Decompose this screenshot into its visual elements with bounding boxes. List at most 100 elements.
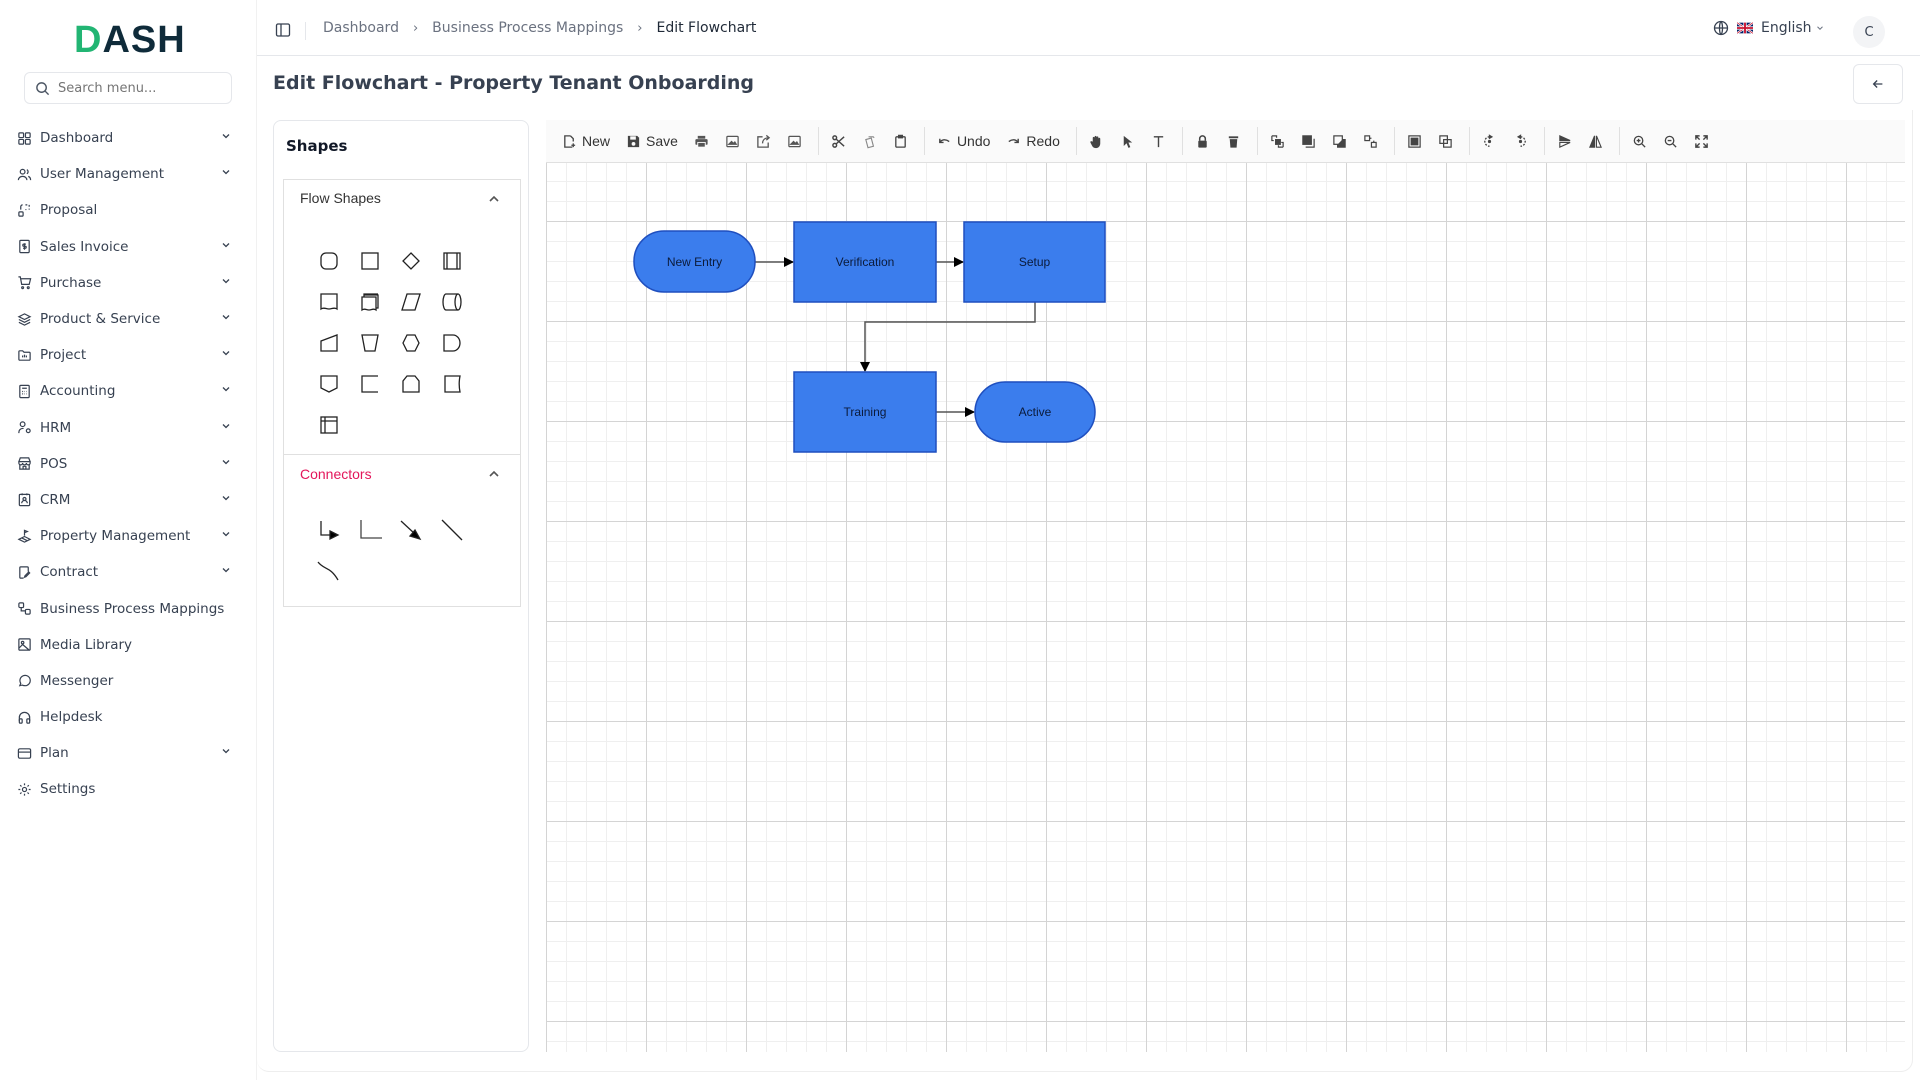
sidebar-item-dashboard[interactable]: Dashboard: [0, 120, 256, 156]
chevron-up-icon[interactable]: [488, 469, 500, 479]
search-input[interactable]: [58, 80, 218, 96]
shape-terminator[interactable]: [308, 240, 349, 281]
sidebar-item-product-service[interactable]: Product & Service: [0, 301, 256, 337]
connector-bezier[interactable]: [308, 550, 349, 591]
node-setup[interactable]: Setup: [963, 221, 1106, 303]
new-button[interactable]: New: [556, 126, 616, 156]
pan-tool-button[interactable]: [1083, 126, 1110, 156]
search-box[interactable]: [24, 72, 232, 104]
node-active[interactable]: Active: [974, 381, 1096, 443]
gear-icon: [16, 781, 32, 797]
export-image-button[interactable]: [719, 126, 746, 156]
language-selector[interactable]: English: [1713, 20, 1825, 36]
sidebar-item-pos[interactable]: POS: [0, 446, 256, 482]
sidebar-item-property-management[interactable]: Property Management: [0, 518, 256, 554]
connector-straight[interactable]: [431, 509, 472, 550]
shape-data[interactable]: [390, 281, 431, 322]
chevron-down-icon: [220, 383, 232, 399]
shape-direct-data[interactable]: [431, 281, 472, 322]
sidebar-item-messenger[interactable]: Messenger: [0, 663, 256, 699]
sidebar-item-purchase[interactable]: Purchase: [0, 265, 256, 301]
message-icon: [16, 673, 32, 689]
print-button[interactable]: [688, 126, 715, 156]
shape-multi-document[interactable]: [349, 281, 390, 322]
shape-loop-limit[interactable]: [390, 363, 431, 404]
shape-sequential-data[interactable]: [431, 363, 472, 404]
chevron-down-icon: [220, 347, 232, 363]
shape-predefined-process[interactable]: [431, 240, 472, 281]
node-verification[interactable]: Verification: [793, 221, 937, 303]
flow-shapes-header[interactable]: Flow Shapes: [300, 190, 381, 206]
shape-preparation[interactable]: [390, 322, 431, 363]
shape-document[interactable]: [308, 281, 349, 322]
connector-straight-arrow[interactable]: [390, 509, 431, 550]
undo-button[interactable]: Undo: [931, 126, 996, 156]
sidebar-item-label: Business Process Mappings: [40, 600, 225, 617]
shape-decision[interactable]: [390, 240, 431, 281]
sidebar-item-helpdesk[interactable]: Helpdesk: [0, 699, 256, 735]
flip-vertical-button[interactable]: [1551, 126, 1578, 156]
save-button[interactable]: Save: [620, 126, 684, 156]
send-backward-button[interactable]: [1357, 126, 1384, 156]
cut-button[interactable]: [825, 126, 852, 156]
sidebar-toggle-icon[interactable]: [275, 22, 291, 38]
flip-horizontal-button[interactable]: [1582, 126, 1609, 156]
zoom-in-button[interactable]: [1626, 126, 1653, 156]
connector-orthogonal[interactable]: [349, 509, 390, 550]
text-tool-button[interactable]: [1145, 126, 1172, 156]
breadcrumb-business-process-mappings[interactable]: Business Process Mappings: [432, 20, 624, 36]
sidebar-item-settings[interactable]: Settings: [0, 771, 256, 807]
copy-button[interactable]: [856, 126, 883, 156]
zoom-out-button[interactable]: [1657, 126, 1684, 156]
connector-orthogonal-arrow[interactable]: [308, 509, 349, 550]
sidebar-item-user-management[interactable]: User Management: [0, 156, 256, 192]
save-icon: [627, 135, 640, 147]
bring-forward-button[interactable]: [1264, 126, 1291, 156]
sidebar-item-plan[interactable]: Plan: [0, 735, 256, 771]
back-button[interactable]: [1853, 64, 1903, 104]
sidebar-item-proposal[interactable]: Proposal: [0, 192, 256, 228]
select-tool-button[interactable]: [1114, 126, 1141, 156]
ungroup-button[interactable]: [1432, 126, 1459, 156]
diagram-canvas[interactable]: New Entry Verification Setup Training Ac…: [546, 163, 1905, 1052]
sidebar-item-hrm[interactable]: HRM: [0, 410, 256, 446]
rotate-counterclockwise-button[interactable]: [1507, 126, 1534, 156]
export-button[interactable]: [750, 126, 777, 156]
shape-annotation[interactable]: [349, 363, 390, 404]
sidebar-item-sales-invoice[interactable]: Sales Invoice: [0, 229, 256, 265]
delete-button[interactable]: [1220, 126, 1247, 156]
sidebar-item-project[interactable]: Project: [0, 337, 256, 373]
sidebar-item-contract[interactable]: Contract: [0, 554, 256, 590]
group-button[interactable]: [1401, 126, 1428, 156]
rotate-clockwise-button[interactable]: [1476, 126, 1503, 156]
user-avatar[interactable]: C: [1853, 16, 1885, 48]
connectors-header[interactable]: Connectors: [300, 466, 372, 482]
breadcrumb: Dashboard › Business Process Mappings › …: [323, 20, 756, 36]
shape-manual-operation[interactable]: [349, 322, 390, 363]
sidebar-item-business-process-mappings[interactable]: Business Process Mappings: [0, 590, 256, 626]
cart-icon: [16, 275, 32, 291]
shape-off-page-reference[interactable]: [308, 363, 349, 404]
send-to-back-button[interactable]: [1326, 126, 1353, 156]
paste-button[interactable]: [887, 126, 914, 156]
shape-delay[interactable]: [431, 322, 472, 363]
diagram-toolbar: New Save Undo Redo: [546, 120, 1905, 163]
chevron-up-icon[interactable]: [488, 194, 500, 204]
redo-button[interactable]: Redo: [1000, 126, 1065, 156]
shape-internal-storage[interactable]: [308, 404, 349, 445]
shape-process[interactable]: [349, 240, 390, 281]
fit-to-page-button[interactable]: [1688, 126, 1715, 156]
sidebar-item-media-library[interactable]: Media Library: [0, 627, 256, 663]
breadcrumb-dashboard[interactable]: Dashboard: [323, 20, 399, 36]
open-image-button[interactable]: [781, 126, 808, 156]
shape-manual-input[interactable]: [308, 322, 349, 363]
bring-to-front-button[interactable]: [1295, 126, 1322, 156]
sidebar-item-crm[interactable]: CRM: [0, 482, 256, 518]
edge-setup-training[interactable]: [860, 302, 1036, 372]
sidebar-item-accounting[interactable]: Accounting: [0, 373, 256, 409]
lock-button[interactable]: [1189, 126, 1216, 156]
node-new-entry[interactable]: New Entry: [633, 230, 756, 293]
sidebar-item-label: Product & Service: [40, 311, 161, 328]
node-training[interactable]: Training: [793, 371, 937, 453]
